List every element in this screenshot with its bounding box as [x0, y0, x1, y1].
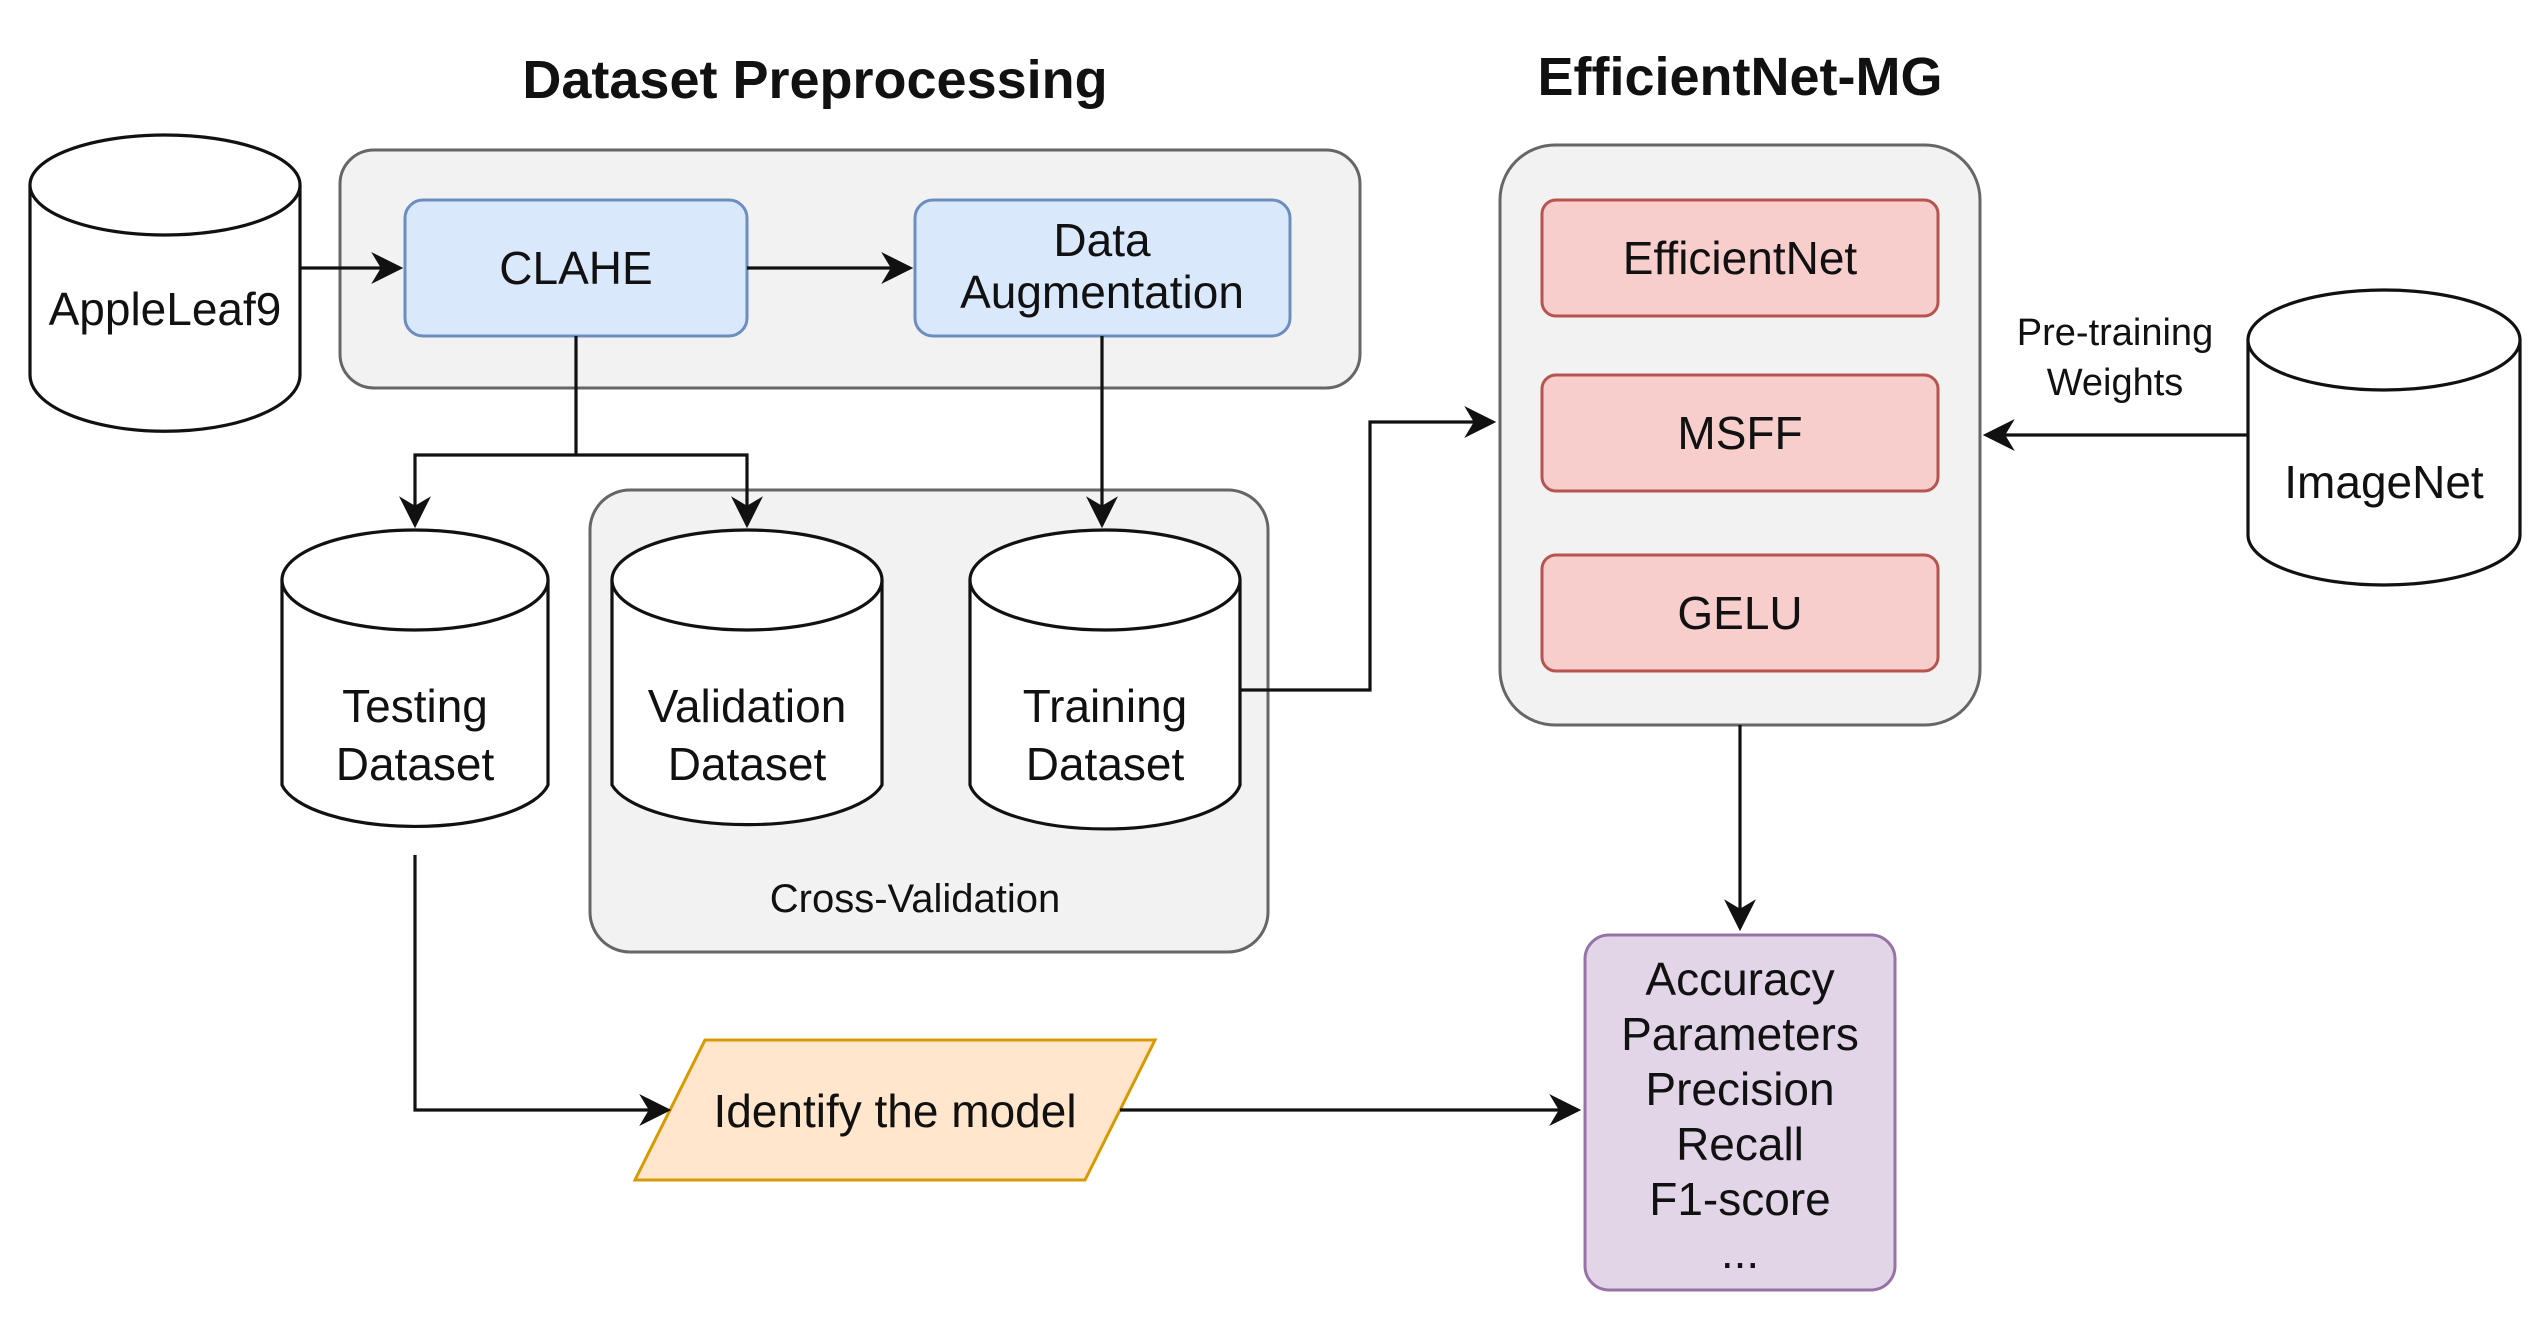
edge-split-to-testing — [399, 453, 576, 529]
testing-dataset-database[interactable]: Testing Dataset — [280, 528, 550, 828]
training-dataset-label-line1: Training — [1023, 680, 1187, 732]
edge-split-to-validation — [576, 453, 763, 529]
appleleaf9-label: AppleLeaf9 — [49, 283, 282, 335]
metric-accuracy: Accuracy — [1645, 953, 1834, 1005]
gelu-block[interactable] — [1540, 553, 1940, 673]
appleleaf9-database[interactable]: AppleLeaf9 — [28, 133, 302, 433]
data-augmentation-label-line2: Augmentation — [960, 266, 1244, 318]
metrics-node[interactable] — [1583, 933, 1897, 1292]
validation-dataset-label-line1: Validation — [648, 680, 847, 732]
metric-recall: Recall — [1676, 1118, 1804, 1170]
msff-block-label: MSFF — [1677, 407, 1802, 459]
metric-parameters: Parameters — [1621, 1008, 1859, 1060]
efficientnet-mg-title: EfficientNet-MG — [1538, 47, 1943, 107]
imagenet-label: ImageNet — [2284, 456, 2484, 508]
data-augmentation-label-line1: Data — [1053, 214, 1151, 266]
efficientnet-block[interactable] — [1540, 198, 1940, 318]
gelu-block-label: GELU — [1677, 587, 1802, 639]
testing-dataset-label-line2: Dataset — [336, 738, 495, 790]
identify-model-node[interactable] — [632, 1038, 1158, 1182]
metric-precision: Precision — [1645, 1063, 1834, 1115]
imagenet-database[interactable]: ImageNet — [2246, 288, 2522, 587]
edge-testing-to-identify — [413, 855, 672, 1126]
pretraining-weights-label-line2: Weights — [2047, 362, 2184, 404]
cross-validation-label: Cross-Validation — [770, 877, 1061, 921]
metric-ellipsis: ... — [1721, 1226, 1759, 1278]
validation-dataset-label-line2: Dataset — [668, 738, 827, 790]
training-dataset-database[interactable]: Training Dataset — [968, 528, 1242, 831]
msff-block[interactable] — [1540, 373, 1940, 493]
training-dataset-label-line2: Dataset — [1026, 738, 1185, 790]
pretraining-weights-label-line1: Pre-training — [2017, 312, 2213, 354]
validation-dataset-database[interactable]: Validation Dataset — [610, 528, 884, 827]
metric-f1-score: F1-score — [1649, 1173, 1830, 1225]
edge-training-to-model — [1240, 406, 1497, 692]
testing-dataset-label-line1: Testing — [342, 680, 488, 732]
efficientnet-block-label: EfficientNet — [1623, 232, 1858, 284]
clahe-label: CLAHE — [499, 242, 652, 294]
dataset-preprocessing-title: Dataset Preprocessing — [522, 50, 1107, 110]
identify-model-label: Identify the model — [713, 1085, 1076, 1137]
